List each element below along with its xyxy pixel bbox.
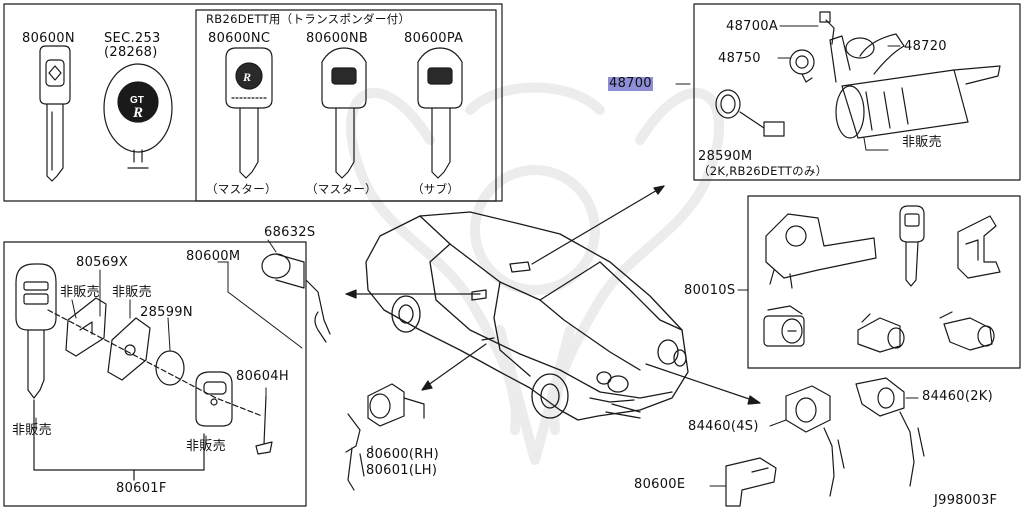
svg-text:GT: GT xyxy=(130,95,144,106)
label-not-sold-a: 非販売 xyxy=(60,285,100,300)
key-80600NC: R xyxy=(225,47,273,179)
watermark-crest xyxy=(346,82,724,465)
label-80600PA: 80600PA xyxy=(404,31,464,46)
set-steering-lock xyxy=(765,213,877,289)
label-84460-2K: 84460(2K) xyxy=(922,389,993,404)
label-28590M-note: （2K,RB26DETTのみ） xyxy=(698,164,828,178)
label-48750: 48750 xyxy=(718,51,761,66)
cylinder-84460-4S xyxy=(785,385,845,497)
label-not-sold-c: 非販売 xyxy=(12,423,52,438)
label-80600M: 80600M xyxy=(186,249,241,264)
set-key xyxy=(899,205,925,287)
remote-key-80601F xyxy=(15,263,57,399)
label-80010S: 80010S xyxy=(684,283,736,298)
label-master-1: （マスター） xyxy=(206,182,277,196)
key-80600NB xyxy=(321,47,367,179)
label-80601LH: 80601(LH) xyxy=(366,463,438,478)
label-rb26dett-title: RB26DETT用（トランスポンダー付） xyxy=(206,12,411,26)
label-48700-highlighted: 48700 xyxy=(608,76,653,91)
label-80600NB: 80600NB xyxy=(306,31,369,46)
switch-48750 xyxy=(789,49,815,83)
cylinder-84460-2K xyxy=(855,377,925,487)
cylinder-68632S xyxy=(261,253,331,343)
label-80569X: 80569X xyxy=(76,255,129,270)
car-illustration xyxy=(365,211,689,421)
label-48700A: 48700A xyxy=(726,19,779,34)
label-68632S: 68632S xyxy=(264,225,316,240)
label-28599N: 28599N xyxy=(140,305,193,320)
diagram-id: J998003F xyxy=(934,493,998,508)
key-80600N xyxy=(39,45,71,182)
battery-28599N xyxy=(155,350,185,386)
set-bracket xyxy=(957,215,1001,279)
label-sec253: SEC.253 xyxy=(104,31,161,46)
svg-text:R: R xyxy=(242,70,251,84)
label-80604H: 80604H xyxy=(236,369,289,384)
label-84460-4S: 84460(4S) xyxy=(688,419,759,434)
svg-text:R: R xyxy=(132,105,143,121)
label-master-2: （マスター） xyxy=(306,182,377,196)
label-48720: 48720 xyxy=(904,39,947,54)
arrows xyxy=(345,185,761,405)
label-28268: (28268) xyxy=(104,45,158,60)
cylinder-80600RH xyxy=(345,383,425,491)
label-80600E: 80600E xyxy=(634,477,686,492)
bracket-80600E xyxy=(725,457,777,507)
remote-fob-sec253: GT R xyxy=(103,63,173,169)
set-cylinder-c xyxy=(939,311,995,351)
set-cylinder-a xyxy=(763,305,805,347)
label-80600RH: 80600(RH) xyxy=(366,447,440,462)
remote-part-a xyxy=(65,297,107,357)
remote-part-b xyxy=(107,317,151,381)
screw xyxy=(255,395,273,455)
label-80601F: 80601F xyxy=(116,481,167,496)
set-cylinder-b xyxy=(857,313,905,353)
ring-28590M xyxy=(715,89,785,137)
label-not-sold-b: 非販売 xyxy=(112,285,152,300)
remote-key-panel-frame xyxy=(3,241,307,507)
label-28590M: 28590M xyxy=(698,149,753,164)
label-not-sold-d: 非販売 xyxy=(186,439,226,454)
rb26dett-keys-subpanel xyxy=(195,9,497,202)
steering-lock-assembly xyxy=(819,11,1001,139)
steering-lock-panel-frame xyxy=(693,3,1021,181)
leader-lines xyxy=(35,25,919,487)
key-80600PA xyxy=(417,47,463,179)
assembly-dashed-line xyxy=(47,309,263,417)
key-set-panel-frame xyxy=(747,195,1021,369)
label-80600N: 80600N xyxy=(22,31,75,46)
remote-shell-80604H xyxy=(195,371,233,427)
bracket-80601F xyxy=(33,399,205,471)
label-80600NC: 80600NC xyxy=(208,31,271,46)
label-not-sold-steering: 非販売 xyxy=(902,135,942,150)
label-sub: （サブ） xyxy=(412,182,460,196)
